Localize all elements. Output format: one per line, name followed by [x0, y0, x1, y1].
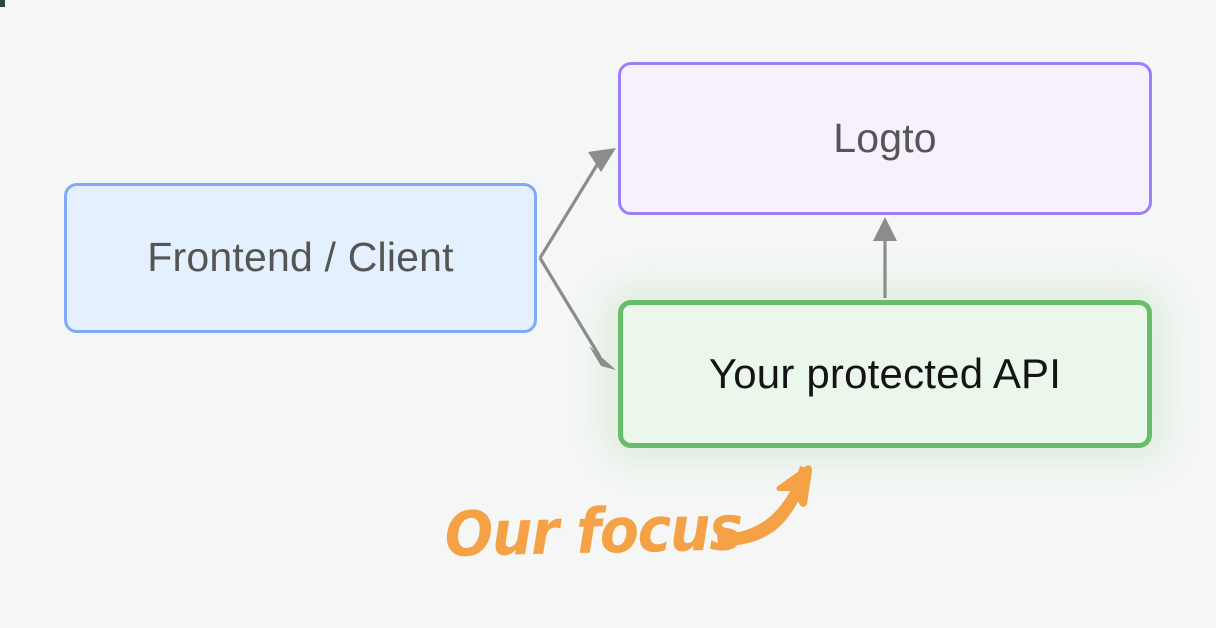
- node-your-protected-api[interactable]: Your protected API: [618, 300, 1152, 448]
- node-logto[interactable]: Logto: [618, 62, 1152, 215]
- corner-artifact: [0, 0, 5, 7]
- annotation-our-focus-label: Our focus: [444, 491, 743, 571]
- node-frontend-client-label: Frontend / Client: [147, 234, 454, 281]
- node-your-protected-api-label: Your protected API: [708, 349, 1062, 397]
- edge-frontend-to-logto: [538, 148, 616, 259]
- node-frontend-client[interactable]: Frontend / Client: [64, 183, 537, 333]
- node-logto-label: Logto: [833, 114, 937, 161]
- edge-frontend-to-api: [538, 257, 616, 370]
- edge-api-to-logto: [873, 217, 897, 298]
